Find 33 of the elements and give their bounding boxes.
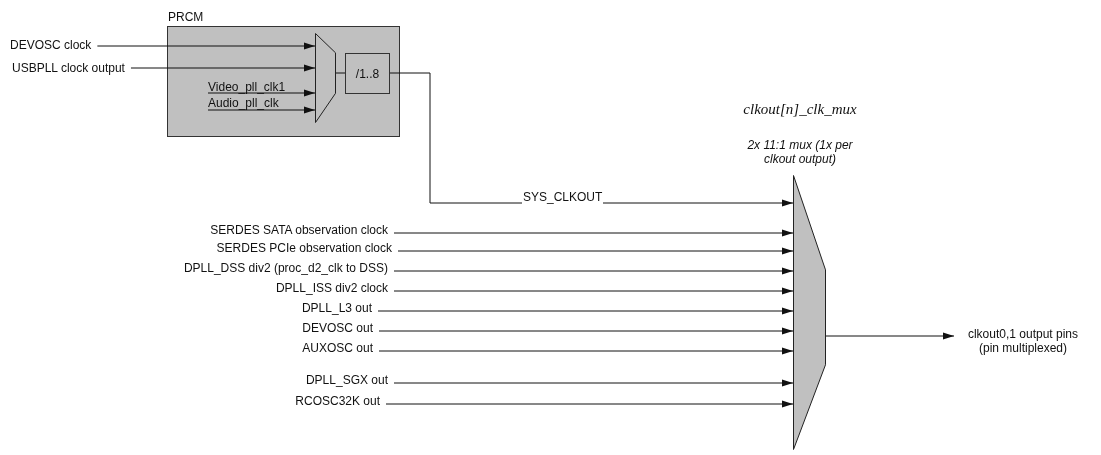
signal-label: DPLL_L3 out: [301, 301, 372, 315]
arrow: [378, 327, 794, 335]
signal-label: DEVOSC out: [302, 321, 373, 335]
signal-label: USBPLL clock output: [12, 61, 125, 75]
signal-label: SERDES SATA observation clock: [210, 223, 388, 237]
signal-label: Audio_pll_clk: [208, 96, 279, 110]
signal-label: Video_pll_clk1: [208, 80, 286, 94]
signal-label: DPLL_DSS div2 (proc_d2_clk to DSS): [183, 261, 388, 275]
arrow: [96, 42, 316, 50]
arrow: [207, 106, 316, 114]
arrow: [378, 347, 794, 355]
edge-label: SYS_CLKOUT: [522, 190, 604, 204]
output-label: clkout0,1 output pins (pin multiplexed): [958, 327, 1088, 355]
connector-line: [335, 72, 346, 74]
arrow: [393, 379, 794, 387]
arrow: [377, 307, 794, 315]
arrow: [385, 400, 794, 408]
arrow: [397, 247, 794, 255]
signal-label: DEVOSC clock: [10, 38, 92, 52]
arrow: [393, 267, 794, 275]
block-title: PRCM: [168, 10, 204, 24]
arrow: [207, 89, 316, 97]
arrow: [393, 287, 794, 295]
mux-note: 2x 11:1 mux (1x per clkout output): [746, 138, 854, 166]
arrow: [825, 332, 955, 340]
mux-title: clkout[n]_clk_mux: [742, 100, 858, 118]
signal-label: AUXOSC out: [302, 341, 373, 355]
signal-label: RCOSC32K out: [295, 394, 380, 408]
signal-label: DPLL_ISS div2 clock: [275, 281, 388, 295]
signal-label: SERDES PCIe observation clock: [216, 241, 392, 255]
signal-label: DPLL_SGX out: [305, 373, 388, 387]
arrow: [393, 229, 794, 237]
arrow: [130, 64, 316, 72]
